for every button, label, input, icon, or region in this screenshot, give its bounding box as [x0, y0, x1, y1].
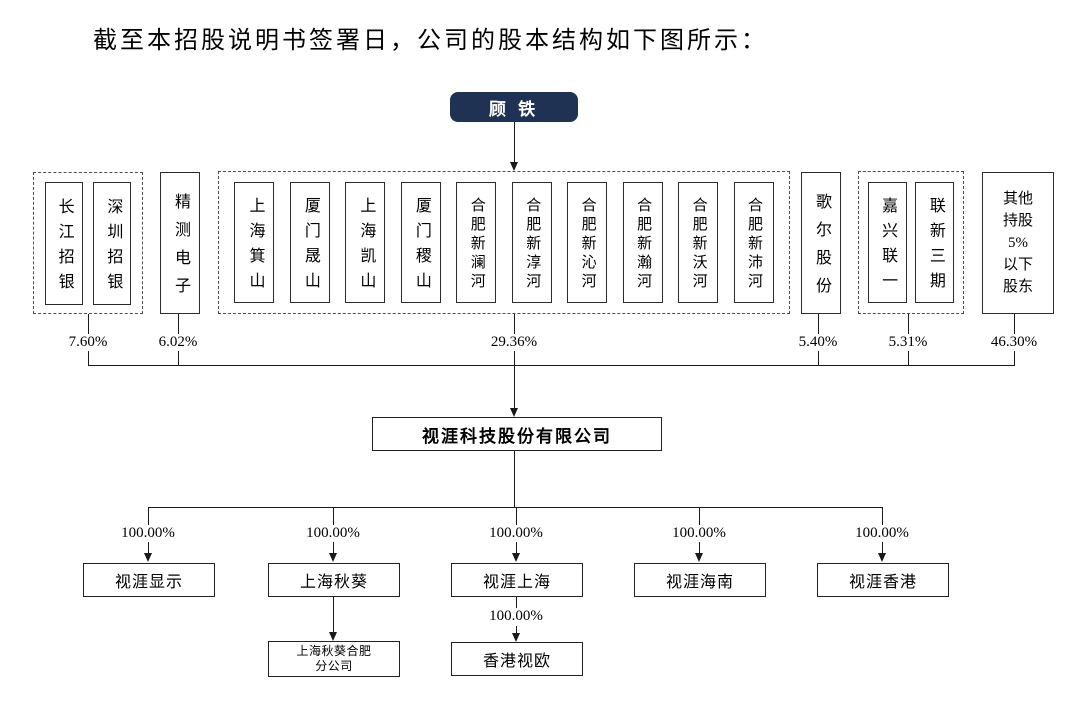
- node-label: 合肥新澜河: [468, 197, 485, 292]
- node-label-line: 以下: [1002, 257, 1033, 273]
- connector-line: [514, 449, 515, 507]
- node-label: 上海凯山: [357, 197, 375, 297]
- arrowhead-down: [878, 553, 886, 562]
- node-label: 上海箕山: [246, 197, 264, 297]
- percent-label-geer: 5.40%: [795, 334, 841, 351]
- node-label: 合肥新沃河: [690, 197, 707, 292]
- node-label: 合肥新瀚河: [635, 197, 652, 292]
- node-hefei-xinhanhe: 合肥新瀚河: [622, 182, 663, 303]
- shareholder-group-employee-platforms: 上海箕山 厦门晟山 上海凯山 厦门稷山 合肥新澜河 合肥新淳河 合肥新沁河 合肥…: [218, 171, 790, 314]
- node-xianggang-shiou: 香港视欧: [451, 642, 583, 676]
- arrowhead-down: [695, 553, 703, 562]
- node-jingce-dianzi: 精测电子: [160, 172, 200, 314]
- arrowhead-down: [144, 553, 152, 562]
- node-hefei-xinchunhe: 合肥新淳河: [511, 182, 552, 303]
- connector-line: [516, 542, 517, 554]
- percent-label-shiya-shanghai: 100.00%: [486, 525, 546, 542]
- node-label: 合肥新沁河: [579, 197, 596, 292]
- connector-line: [148, 507, 149, 526]
- node-shanghai-qiukui: 上海秋葵: [268, 563, 400, 597]
- node-xiamen-shengshan: 厦门晟山: [289, 182, 330, 303]
- connector-line: [516, 507, 517, 526]
- connector-line: [699, 542, 700, 554]
- node-geer-gufen: 歌尔股份: [801, 172, 841, 314]
- node-shenzhen-zhaoyin: 深圳招银: [93, 181, 132, 305]
- node-shanghai-kaishan: 上海凯山: [345, 182, 386, 303]
- arrowhead-down: [329, 632, 337, 641]
- arrowhead-down: [329, 553, 337, 562]
- connector-bus-line: [88, 365, 1015, 366]
- arrowhead-down: [510, 162, 518, 171]
- node-label: 合肥新淳河: [524, 197, 541, 292]
- connector-line: [148, 542, 149, 554]
- node-shiya-xianshi: 视涯显示: [83, 563, 215, 597]
- node-label-line: 持股: [1002, 213, 1033, 229]
- connector-line: [882, 507, 883, 526]
- connector-bus-line: [148, 507, 882, 508]
- shareholder-group-lianxin: 嘉兴联一 联新三期: [858, 171, 964, 314]
- percent-label-jingce: 6.02%: [155, 334, 201, 351]
- node-hefei-xinlanhe: 合肥新澜河: [456, 182, 497, 303]
- node-shiya-hainan: 视涯海南: [634, 563, 766, 597]
- node-hefei-xinqinhe: 合肥新沁河: [567, 182, 608, 303]
- node-label: 长江招银: [55, 197, 73, 298]
- connector-line: [699, 507, 700, 526]
- node-shiya-shanghai: 视涯上海: [451, 563, 583, 597]
- node-label: 厦门稷山: [412, 197, 430, 297]
- node-label: 厦门晟山: [301, 197, 319, 297]
- node-xiamen-jishan: 厦门稷山: [400, 182, 441, 303]
- percent-label-shiya-xianshi: 100.00%: [118, 525, 178, 542]
- connector-line: [333, 507, 334, 526]
- connector-line: [882, 542, 883, 554]
- node-label-line: 上海秋葵合肥: [296, 644, 372, 658]
- node-jiaxing-lianyi: 嘉兴联一: [867, 182, 907, 303]
- connector-line: [514, 122, 515, 163]
- node-label: 嘉兴联一: [879, 197, 897, 297]
- connector-line: [333, 542, 334, 554]
- arrowhead-down: [510, 408, 518, 417]
- node-other-shareholders: 其他 持股 5% 以下 股东: [982, 172, 1054, 314]
- section-intro-text: 截至本招股说明书签署日，公司的股本结构如下图所示：: [93, 28, 768, 54]
- node-label-line: 分公司: [315, 659, 353, 673]
- node-company: 视涯科技股份有限公司: [372, 417, 662, 451]
- node-changjiang-zhaoyin: 长江招银: [44, 181, 83, 305]
- node-label: 联新三期: [926, 197, 944, 297]
- arrowhead-down: [512, 553, 520, 562]
- node-label: 合肥新沛河: [746, 197, 763, 292]
- node-label: 歌尔股份: [813, 193, 830, 305]
- node-label-line: 5%: [1008, 235, 1028, 251]
- node-qiukui-hefei-branch: 上海秋葵合肥 分公司: [268, 641, 400, 677]
- shareholder-group-zhaoyin: 长江招银 深圳招银: [33, 172, 143, 314]
- percent-label-platforms: 29.36%: [487, 334, 541, 351]
- node-label-line: 其他: [1002, 191, 1033, 207]
- percent-label-zhaoyin: 7.60%: [65, 334, 111, 351]
- node-label-line: 股东: [1002, 279, 1033, 295]
- percent-label-shanghai-qiukui: 100.00%: [303, 525, 363, 542]
- node-label: 精测电子: [172, 193, 189, 305]
- node-gu-tie: 顾 铁: [450, 92, 578, 122]
- node-lianxin-sanqi: 联新三期: [915, 182, 955, 303]
- node-hefei-xinpeihe: 合肥新沛河: [733, 182, 774, 303]
- connector-line: [333, 595, 334, 632]
- node-label: 深圳招银: [104, 197, 122, 298]
- percent-label-xianggang-shiou: 100.00%: [486, 608, 546, 625]
- node-shanghai-jishan: 上海箕山: [234, 182, 275, 303]
- percent-label-shiya-hainan: 100.00%: [669, 525, 729, 542]
- percent-label-lianxin: 5.31%: [885, 334, 931, 351]
- percent-label-shiya-xianggang: 100.00%: [852, 525, 912, 542]
- node-shiya-xianggang: 视涯香港: [817, 563, 949, 597]
- arrowhead-down: [512, 633, 520, 642]
- node-hefei-xinwohe: 合肥新沃河: [678, 182, 719, 303]
- connector-line: [514, 312, 515, 408]
- connector-line: [516, 595, 517, 609]
- percent-label-other: 46.30%: [987, 334, 1041, 351]
- connector-line: [516, 626, 517, 634]
